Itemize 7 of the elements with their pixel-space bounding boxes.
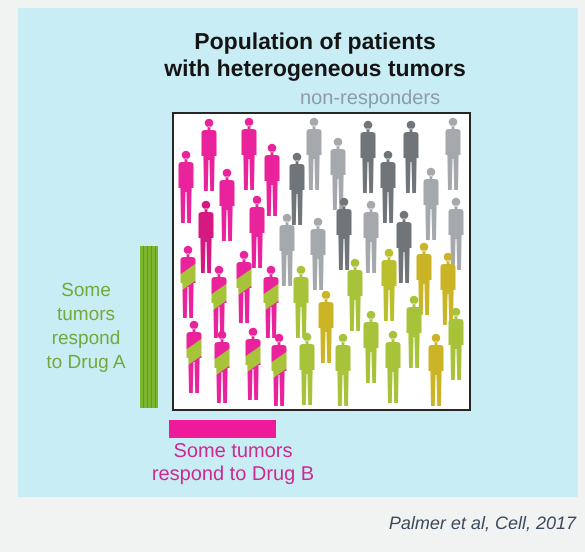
horizontal-bar <box>169 420 276 438</box>
citation: Palmer et al, Cell, 2017 <box>388 512 576 534</box>
title: Population of patients with heterogeneous tumors <box>163 28 467 82</box>
bar-label: Some tumors respond to Drug B <box>150 440 316 486</box>
group-label: non-responders <box>300 86 442 110</box>
bar-label: Some tumors respond to Drug A <box>45 279 127 375</box>
vertical-bar <box>140 246 158 408</box>
